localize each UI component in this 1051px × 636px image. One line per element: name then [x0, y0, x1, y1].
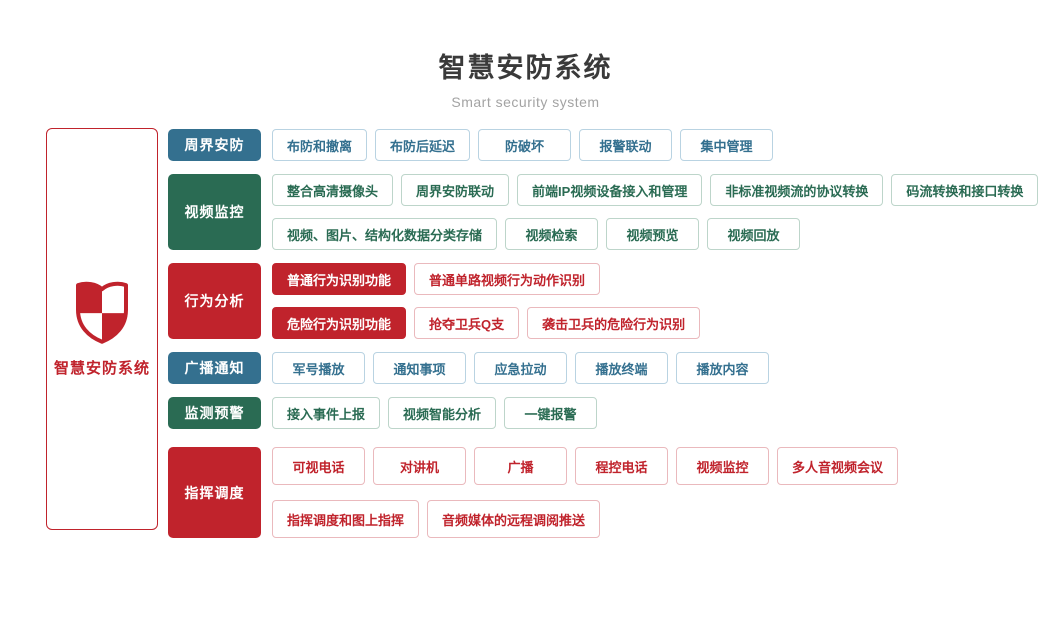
feature-item: 码流转换和接口转换: [891, 174, 1039, 206]
category-rows: 周界安防布防和撤离布防后延迟防破坏报警联动集中管理视频监控整合高清摄像头周界安防…: [168, 129, 1039, 538]
feature-item: 危险行为识别功能: [272, 307, 407, 339]
feature-item: 周界安防联动: [401, 174, 510, 206]
category-header-command-dispatch: 指挥调度: [168, 447, 261, 538]
feature-item: 多人音视频会议: [777, 447, 899, 485]
feature-item: 普通行为识别功能: [272, 263, 407, 295]
feature-item: 军号播放: [272, 352, 365, 384]
feature-item: 指挥调度和图上指挥: [272, 500, 420, 538]
shield-checker-icon: [76, 281, 128, 344]
category-header-behavior-analysis: 行为分析: [168, 263, 261, 339]
feature-item: 通知事项: [373, 352, 466, 384]
feature-item: 前端IP视频设备接入和管理: [517, 174, 703, 206]
feature-item: 播放终端: [575, 352, 668, 384]
feature-item: 可视电话: [272, 447, 365, 485]
feature-item: 布防和撤离: [272, 129, 368, 161]
category-header-video-surveillance: 视频监控: [168, 174, 261, 250]
feature-line: 可视电话对讲机广播程控电话视频监控多人音视频会议: [272, 447, 899, 485]
feature-item: 整合高清摄像头: [272, 174, 394, 206]
category-row-behavior-analysis: 行为分析普通行为识别功能普通单路视频行为动作识别危险行为识别功能抢夺卫兵Q支袭击…: [168, 263, 1038, 339]
feature-line: 危险行为识别功能抢夺卫兵Q支袭击卫兵的危险行为识别: [272, 307, 701, 339]
feature-item: 一键报警: [504, 397, 598, 429]
feature-item: 广播: [474, 447, 567, 485]
feature-line: 视频、图片、结构化数据分类存储视频检索视频预览视频回放: [272, 218, 1038, 250]
category-header-broadcast-notice: 广播通知: [168, 352, 261, 384]
category-row-monitoring-warning: 监测预警接入事件上报视频智能分析一键报警: [168, 397, 1038, 429]
category-row-broadcast-notice: 广播通知军号播放通知事项应急拉动播放终端播放内容: [168, 352, 1038, 384]
category-lines: 接入事件上报视频智能分析一键报警: [272, 397, 598, 429]
feature-item: 音频媒体的远程调阅推送: [427, 500, 601, 538]
feature-item: 视频回放: [707, 218, 801, 250]
feature-item: 视频预览: [606, 218, 700, 250]
category-lines: 可视电话对讲机广播程控电话视频监控多人音视频会议指挥调度和图上指挥音频媒体的远程…: [272, 447, 899, 538]
feature-line: 布防和撤离布防后延迟防破坏报警联动集中管理: [272, 129, 774, 161]
feature-item: 非标准视频流的协议转换: [710, 174, 884, 206]
feature-item: 防破坏: [478, 129, 572, 161]
feature-item: 视频监控: [676, 447, 769, 485]
feature-line: 整合高清摄像头周界安防联动前端IP视频设备接入和管理非标准视频流的协议转换码流转…: [272, 174, 1039, 206]
feature-item: 程控电话: [575, 447, 668, 485]
feature-item: 视频检索: [505, 218, 599, 250]
feature-line: 接入事件上报视频智能分析一键报警: [272, 397, 598, 429]
feature-item: 视频智能分析: [388, 397, 497, 429]
feature-item: 应急拉动: [474, 352, 567, 384]
root-node: 智慧安防系统: [46, 128, 158, 530]
feature-line: 军号播放通知事项应急拉动播放终端播放内容: [272, 352, 769, 384]
feature-item: 集中管理: [680, 129, 774, 161]
feature-item: 袭击卫兵的危险行为识别: [527, 307, 701, 339]
category-row-command-dispatch: 指挥调度可视电话对讲机广播程控电话视频监控多人音视频会议指挥调度和图上指挥音频媒…: [168, 447, 1038, 538]
feature-line: 普通行为识别功能普通单路视频行为动作识别: [272, 263, 700, 295]
page-title: 智慧安防系统: [438, 53, 613, 83]
feature-item: 布防后延迟: [375, 129, 471, 161]
feature-item: 普通单路视频行为动作识别: [414, 263, 601, 295]
root-label: 智慧安防系统: [53, 360, 150, 377]
category-lines: 布防和撤离布防后延迟防破坏报警联动集中管理: [272, 129, 774, 161]
feature-item: 报警联动: [579, 129, 673, 161]
page-subtitle: Smart security system: [451, 94, 600, 110]
category-header-monitoring-warning: 监测预警: [168, 397, 261, 429]
page-header: 智慧安防系统 Smart security system: [0, 0, 1051, 110]
feature-line: 指挥调度和图上指挥音频媒体的远程调阅推送: [272, 500, 898, 538]
category-lines: 普通行为识别功能普通单路视频行为动作识别危险行为识别功能抢夺卫兵Q支袭击卫兵的危…: [272, 263, 701, 339]
feature-item: 抢夺卫兵Q支: [414, 307, 520, 339]
category-lines: 军号播放通知事项应急拉动播放终端播放内容: [272, 352, 769, 384]
category-lines: 整合高清摄像头周界安防联动前端IP视频设备接入和管理非标准视频流的协议转换码流转…: [272, 174, 1039, 250]
category-header-perimeter-security: 周界安防: [168, 129, 261, 161]
category-row-video-surveillance: 视频监控整合高清摄像头周界安防联动前端IP视频设备接入和管理非标准视频流的协议转…: [168, 174, 1039, 250]
category-row-perimeter-security: 周界安防布防和撤离布防后延迟防破坏报警联动集中管理: [168, 129, 1038, 161]
feature-item: 视频、图片、结构化数据分类存储: [272, 218, 498, 250]
feature-item: 对讲机: [373, 447, 466, 485]
feature-item: 接入事件上报: [272, 397, 381, 429]
feature-item: 播放内容: [676, 352, 769, 384]
